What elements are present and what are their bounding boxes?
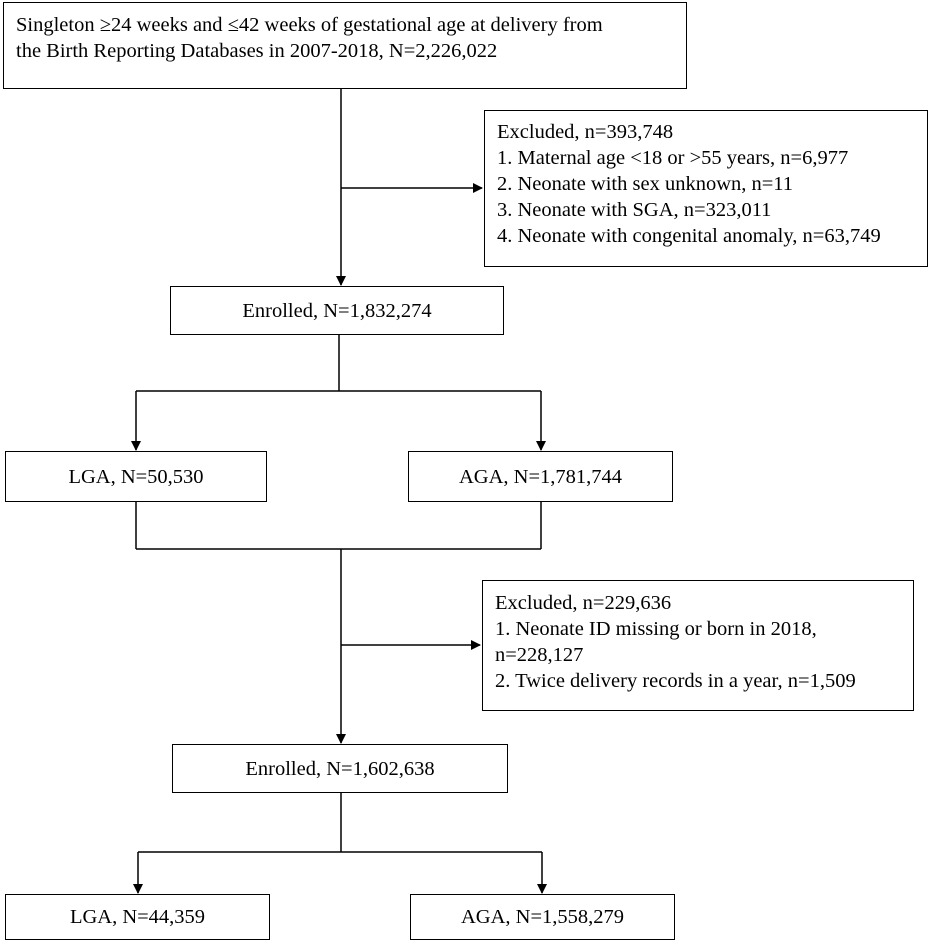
exclusion-1-item: 4. Neonate with congenital anomaly, n=63… — [497, 225, 881, 247]
lga-2-label: LGA, N=44,359 — [69, 906, 206, 928]
enrolled-1-label: Enrolled, N=1,832,274 — [242, 299, 432, 322]
enrolled-2-label: Enrolled, N=1,602,638 — [245, 757, 435, 780]
enrolled-box-2: Enrolled, N=1,602,638 — [172, 744, 508, 793]
source-population-box: Singleton ≥24 weeks and ≤42 weeks of ges… — [3, 2, 687, 89]
exclusion-2-title: Excluded, n=229,636 — [495, 592, 672, 614]
exclusion-2-item: 2. Twice delivery records in a year, n=1… — [495, 670, 856, 692]
exclusion-box-1: Excluded, n=393,748 1. Maternal age <18 … — [484, 110, 928, 267]
aga-2-label: AGA, N=1,558,279 — [460, 906, 625, 928]
lga-box-1: LGA, N=50,530 — [5, 451, 267, 502]
aga-box-1: AGA, N=1,781,744 — [408, 451, 673, 502]
lga-box-2: LGA, N=44,359 — [5, 894, 270, 940]
source-population-line-1: Singleton ≥24 weeks and ≤42 weeks of ges… — [16, 14, 603, 36]
aga-1-label: AGA, N=1,781,744 — [458, 465, 623, 488]
lga-1-label: LGA, N=50,530 — [68, 465, 204, 488]
exclusion-1-item: 2. Neonate with sex unknown, n=11 — [497, 173, 794, 195]
exclusion-2-item: 1. Neonate ID missing or born in 2018, — [495, 618, 817, 640]
exclusion-1-item: 3. Neonate with SGA, n=323,011 — [497, 199, 772, 221]
enrolled-box-1: Enrolled, N=1,832,274 — [170, 286, 504, 335]
exclusion-1-item: 1. Maternal age <18 or >55 years, n=6,97… — [497, 147, 849, 169]
exclusion-1-title: Excluded, n=393,748 — [497, 121, 674, 143]
exclusion-box-2: Excluded, n=229,636 1. Neonate ID missin… — [482, 580, 914, 711]
source-population-line-2: the Birth Reporting Databases in 2007-20… — [16, 40, 498, 62]
exclusion-2-item: n=228,127 — [495, 644, 584, 666]
aga-box-2: AGA, N=1,558,279 — [410, 894, 675, 940]
